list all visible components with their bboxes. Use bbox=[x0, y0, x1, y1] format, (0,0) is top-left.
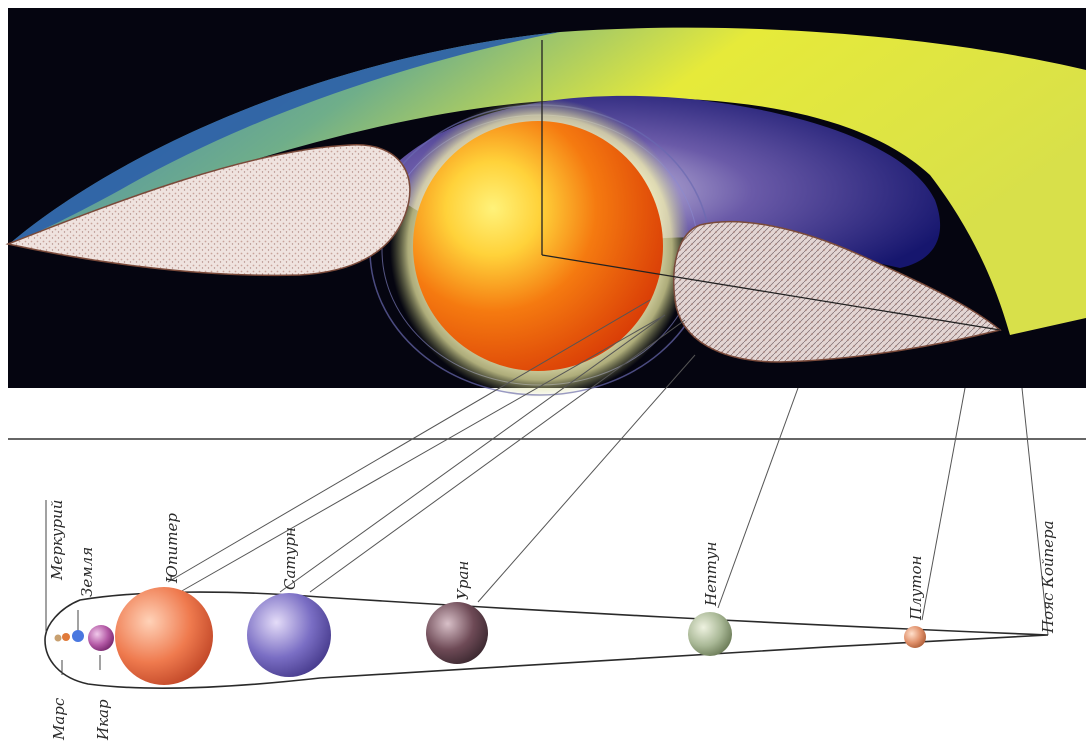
label-neptune: Нептун bbox=[702, 542, 720, 607]
label-icarus: Икар bbox=[94, 699, 112, 741]
icarus-planet bbox=[88, 625, 114, 651]
label-mars: Марс bbox=[50, 697, 68, 741]
sun bbox=[413, 121, 663, 371]
jupiter-planet bbox=[115, 587, 213, 685]
guide-line-pluto bbox=[922, 388, 965, 620]
label-uranus: Уран bbox=[454, 561, 472, 600]
label-saturn: Сатурн bbox=[281, 527, 299, 590]
neptune-planet bbox=[688, 612, 732, 656]
uranus-planet bbox=[426, 602, 488, 664]
label-mercury: Меркурий bbox=[48, 500, 66, 581]
earth-planet bbox=[72, 630, 84, 642]
label-jupiter: Юпитер bbox=[163, 513, 181, 584]
guide-line-neptune bbox=[718, 388, 798, 608]
saturn-planet bbox=[247, 593, 331, 677]
label-earth: Земля bbox=[78, 547, 96, 597]
mars-planet bbox=[62, 633, 70, 641]
label-pluto: Плутон bbox=[907, 556, 925, 621]
pluto-planet bbox=[904, 626, 926, 648]
space-panel bbox=[8, 8, 1086, 398]
mercury-planet bbox=[55, 635, 62, 642]
label-kuiper-belt: Пояс Койпера bbox=[1039, 520, 1057, 634]
